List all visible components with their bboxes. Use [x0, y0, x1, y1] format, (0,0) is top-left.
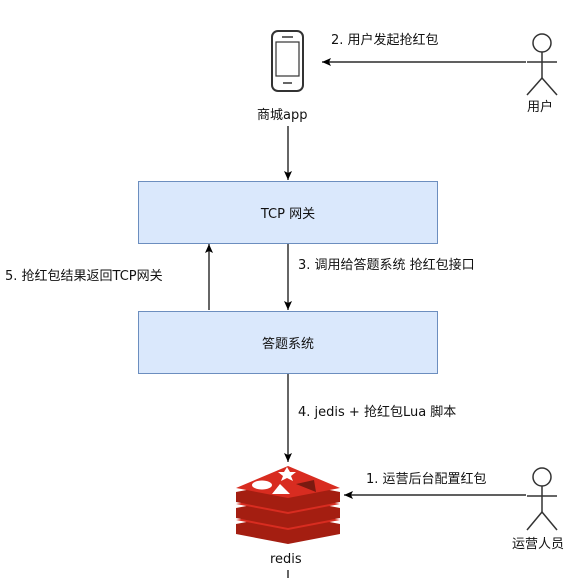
step2-label: 2. 用户发起抢红包 — [331, 33, 439, 48]
step1-label: 1. 运营后台配置红包 — [366, 472, 487, 487]
tcp-gateway-label: TCP 网关 — [260, 207, 316, 222]
step3-label: 3. 调用给答题系统 抢红包接口 — [298, 258, 475, 273]
answer-system-label: 答题系统 — [261, 337, 314, 352]
redis-icon — [236, 466, 340, 544]
answer-system-box: 答题系统 — [138, 311, 438, 374]
step5-label: 5. 抢红包结果返回TCP网关 — [5, 269, 163, 284]
user-actor-icon — [526, 33, 558, 96]
step4-label: 4. jedis + 抢红包Lua 脚本 — [298, 405, 457, 420]
operator-label: 运营人员 — [512, 537, 565, 552]
tcp-gateway-box: TCP 网关 — [138, 181, 438, 244]
phone-label: 商城app — [257, 108, 308, 123]
user-label: 用户 — [527, 100, 554, 115]
operator-actor-icon — [526, 467, 558, 531]
phone-icon — [271, 30, 304, 92]
redis-label: redis — [270, 552, 302, 567]
